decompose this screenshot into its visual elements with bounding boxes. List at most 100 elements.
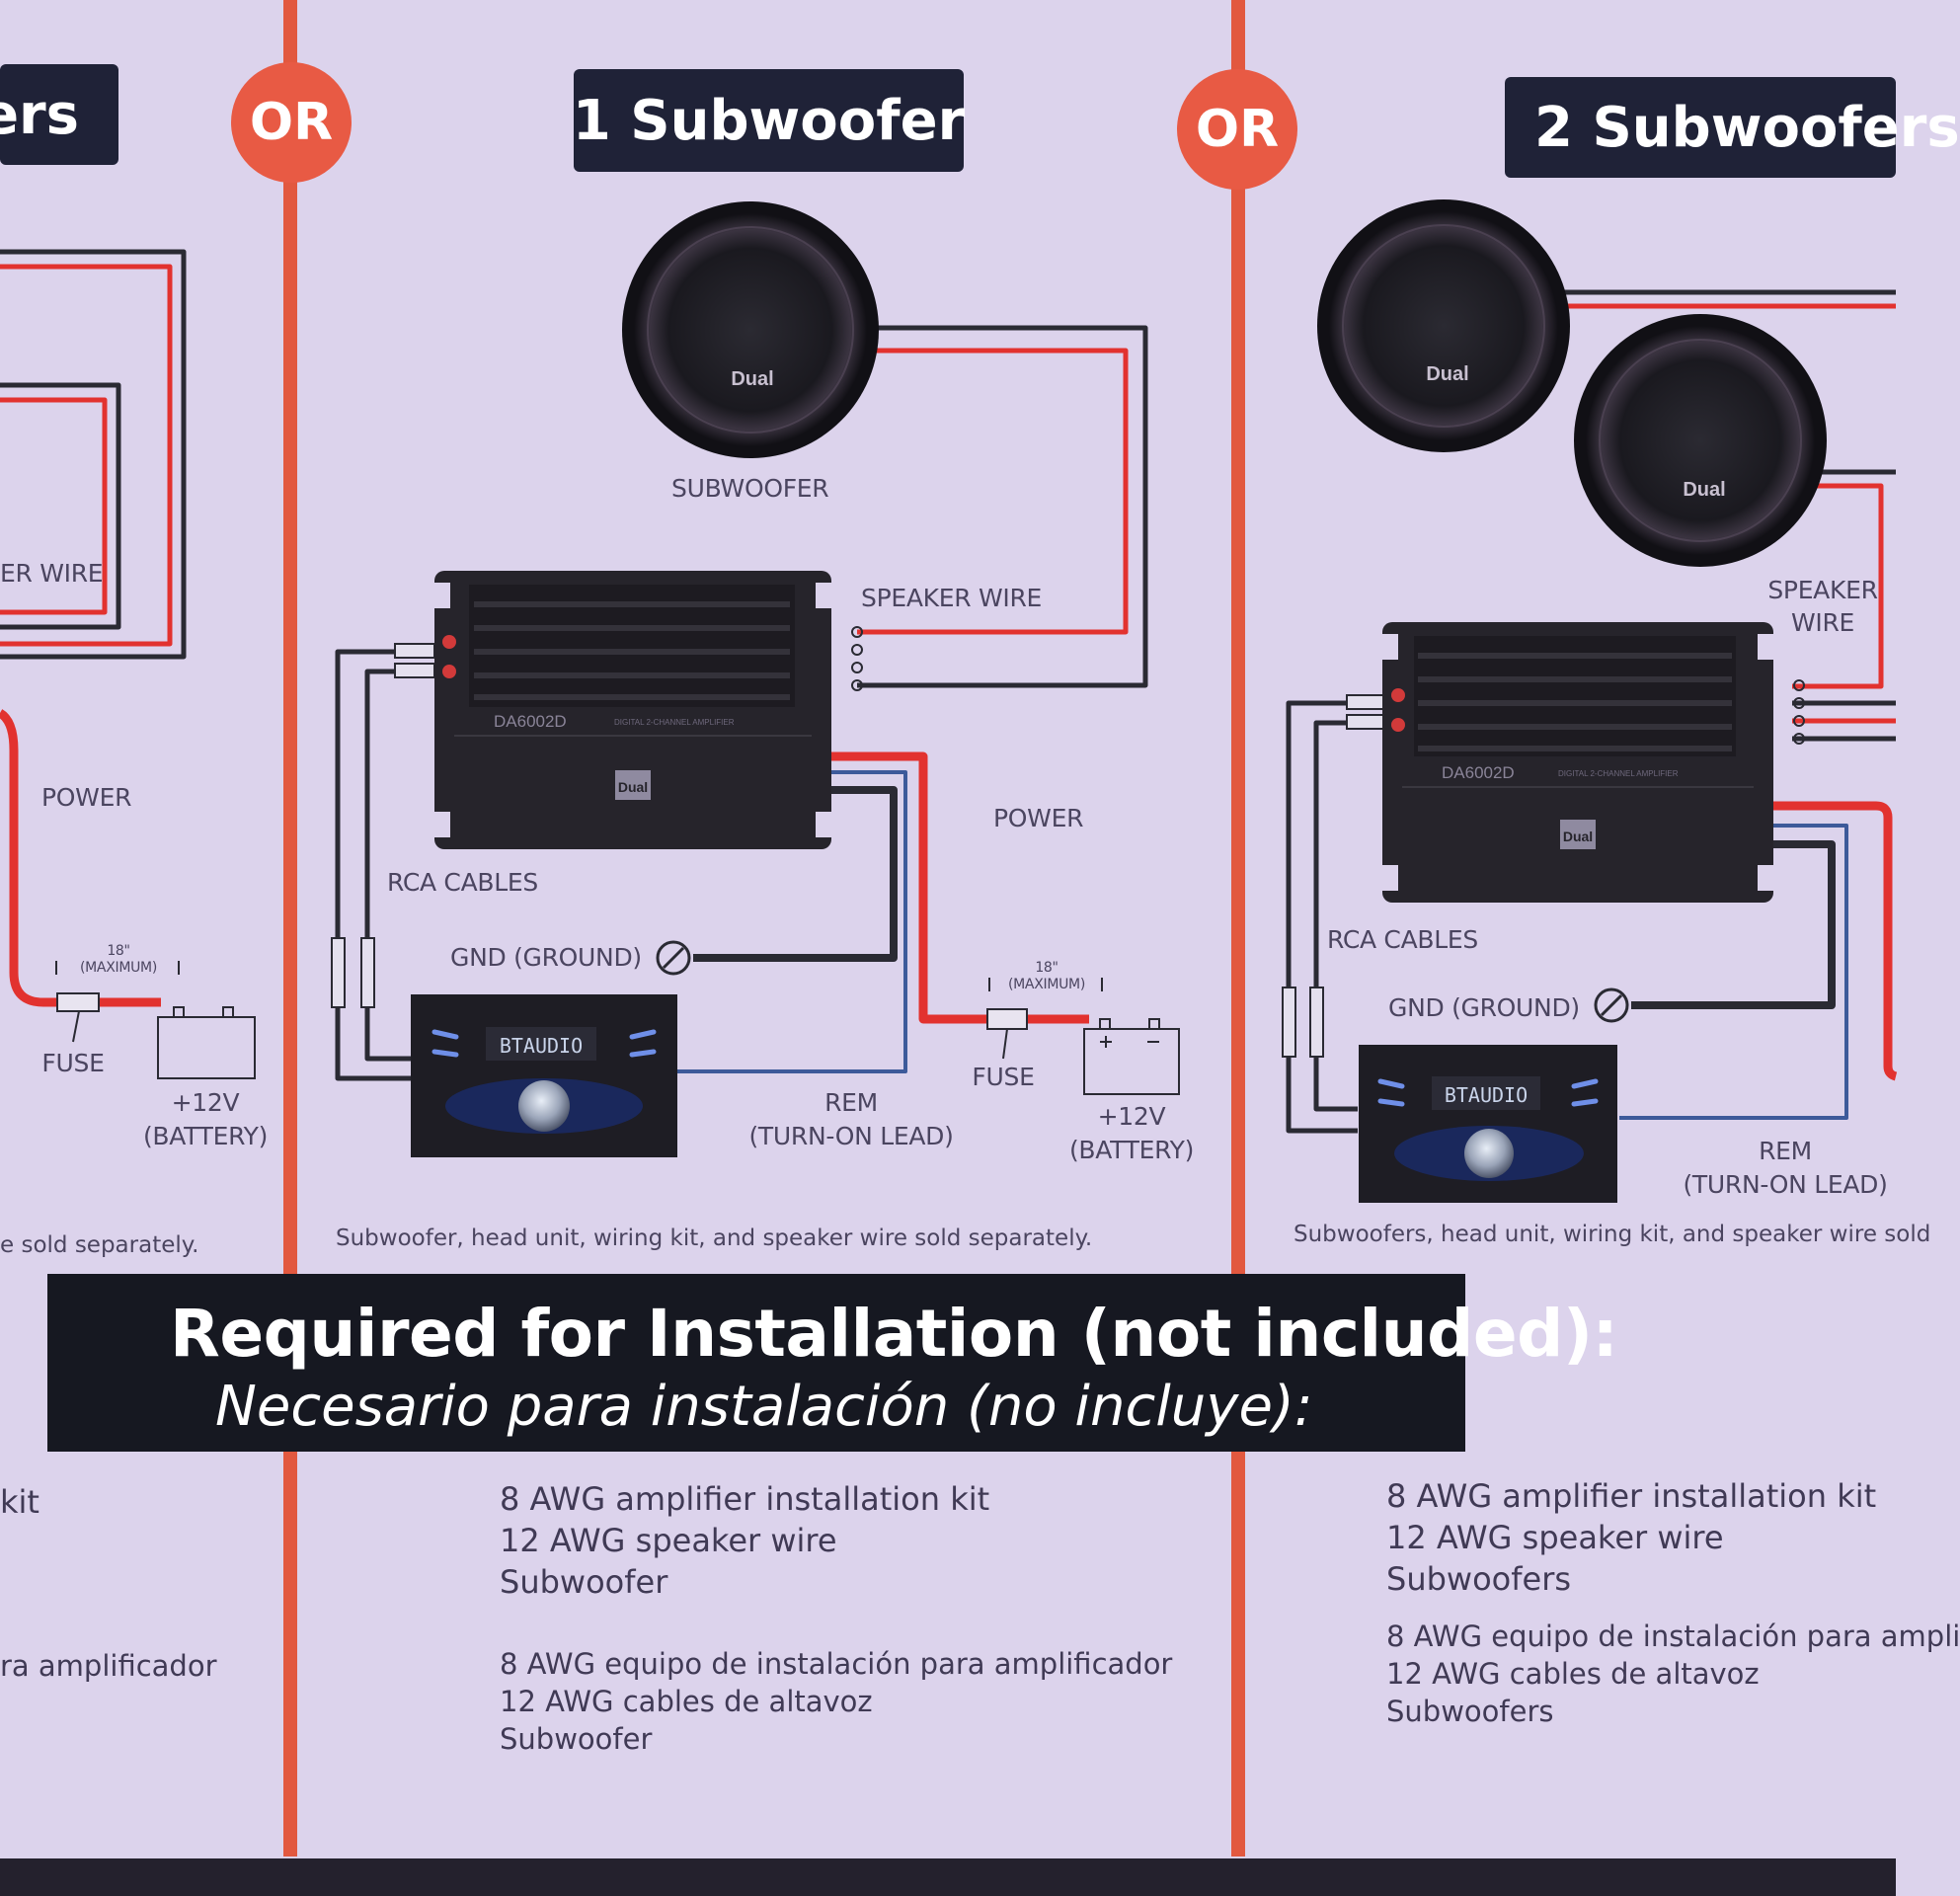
center-rca-cables-label: RCA CABLES	[387, 868, 538, 897]
list-item: 12 AWG speaker wire	[1386, 1519, 1724, 1556]
left-fuse	[56, 992, 100, 1012]
wiring-diagram-drawing: Dual DA6002D DIGITAL 2-CHANNEL AMPLIFIER…	[0, 0, 1898, 1856]
left-panel-wiring	[0, 249, 187, 1007]
right-rca-cable-inner	[1313, 720, 1358, 1112]
list-item: 8 AWG amplifier installation kit	[1386, 1477, 1877, 1515]
right-gnd-label: GND (GROUND)	[1388, 993, 1580, 1022]
left-speaker-wire-red-outer	[0, 264, 173, 647]
left-fuse-label: FUSE	[41, 1049, 105, 1077]
center-rca-plug-left-2	[360, 937, 375, 1008]
right-required-list-es: 8 AWG equipo de instalación para ampli 1…	[1386, 1618, 1960, 1730]
left-distance-value: 18"	[107, 943, 130, 959]
right-subwoofer-2: Dual	[1574, 314, 1827, 567]
list-item: ra amplificador	[0, 1649, 217, 1683]
center-head-unit: BTAUDIO	[411, 994, 677, 1157]
center-required-list-en: 8 AWG amplifier installation kit 12 AWG …	[500, 1478, 989, 1603]
right-rem-label: REM	[1759, 1137, 1812, 1165]
right-subwoofer-1: Dual	[1317, 199, 1570, 452]
or-badge-left: OR	[231, 62, 352, 183]
left-panel-title: ers	[0, 64, 118, 165]
right-panel-wiring	[1286, 289, 1898, 1134]
left-fuse-leader	[72, 1010, 80, 1043]
center-ground-terminal	[656, 940, 691, 976]
center-subwoofer: Dual	[622, 201, 879, 458]
center-speaker-wire-label: SPEAKER WIRE	[861, 584, 1043, 612]
right-head-unit-display-text: BTAUDIO	[1445, 1083, 1528, 1107]
right-amplifier-model: DA6002D	[1442, 763, 1515, 782]
right-panel-title: 2 Subwoofers	[1505, 77, 1960, 178]
right-ground-terminal	[1594, 988, 1629, 1023]
center-battery-volts: +12V	[1097, 1102, 1166, 1131]
bottom-edge-strip	[0, 1858, 1896, 1896]
center-rca-plug-top-1	[394, 643, 435, 659]
right-head-unit-knob	[1464, 1129, 1514, 1178]
right-amplifier-desc: DIGITAL 2-CHANNEL AMPLIFIER	[1558, 769, 1679, 778]
list-item: 12 AWG cables de altavoz	[1386, 1657, 1760, 1691]
banner-title-english: Required for Installation (not included)…	[170, 1296, 1618, 1372]
list-item: Subwoofers	[1386, 1695, 1554, 1728]
right-amplifier-brand: Dual	[1563, 829, 1593, 844]
or-badge-right: OR	[1177, 69, 1297, 190]
center-subwoofer-brand: Dual	[731, 368, 773, 390]
center-amplifier-brand: Dual	[618, 779, 648, 795]
left-battery-terminal-pos	[173, 1006, 185, 1018]
right-speaker-wire-red-lower	[1792, 483, 1884, 689]
left-power-wire	[0, 709, 161, 1007]
list-item: 8 AWG amplifier installation kit	[500, 1480, 990, 1518]
center-distance-marker	[988, 978, 1103, 991]
left-speaker-wire-black-inner	[0, 382, 121, 630]
left-battery-volts: +12V	[171, 1088, 240, 1117]
divider-line-left	[283, 0, 297, 1856]
center-amplifier-model: DA6002D	[494, 712, 567, 731]
required-installation-banner: Required for Installation (not included)…	[47, 1274, 1618, 1452]
center-rca-plug-left-1	[331, 937, 346, 1008]
right-power-wire	[1767, 801, 1898, 1081]
divider-line-right	[1231, 0, 1245, 1856]
center-amplifier: DA6002D DIGITAL 2-CHANNEL AMPLIFIER Dual	[434, 571, 863, 849]
center-speaker-wire-red	[857, 348, 1129, 635]
left-required-list-es: ra amplificador	[0, 1647, 217, 1685]
center-turn-on-lead-label: (TURN-ON LEAD)	[748, 1122, 954, 1150]
list-item: Subwoofers	[1386, 1560, 1572, 1598]
center-fuse-label: FUSE	[972, 1063, 1035, 1091]
right-ground-wire	[1631, 840, 1836, 1009]
center-head-unit-display-text: BTAUDIO	[500, 1034, 583, 1058]
center-required-list-es: 8 AWG equipo de instalación para amplifi…	[500, 1645, 1172, 1758]
left-speaker-wire-label: ER WIRE	[0, 559, 104, 588]
right-speaker-label: SPEAKER	[1767, 576, 1878, 604]
center-head-unit-knob	[518, 1080, 570, 1132]
left-battery-body	[157, 1016, 256, 1079]
right-required-list-en: 8 AWG amplifier installation kit 12 AWG …	[1386, 1475, 1876, 1600]
center-rem-label: REM	[824, 1088, 878, 1117]
left-required-list-en: kit	[0, 1481, 39, 1523]
left-distance-marker	[55, 961, 180, 975]
center-battery-name: (BATTERY)	[1068, 1136, 1195, 1164]
banner-title-spanish: Necesario para instalación (no incluye):	[215, 1375, 1313, 1439]
center-speaker-wire-black	[857, 325, 1148, 688]
center-distance-note: (MAXIMUM)	[1007, 977, 1086, 992]
left-battery-icon	[157, 1006, 256, 1079]
left-battery-terminal-neg	[222, 1006, 234, 1018]
list-item: 8 AWG equipo de instalación para ampli	[1386, 1620, 1960, 1653]
center-fuse	[986, 1008, 1028, 1030]
left-sold-separately-note: e sold separately.	[0, 1232, 199, 1258]
right-head-unit: BTAUDIO	[1359, 1045, 1617, 1203]
right-sold-separately-note: Subwoofers, head unit, wiring kit, and s…	[1294, 1222, 1931, 1247]
center-subwoofer-ring	[647, 226, 854, 434]
left-speaker-wire-black-outer	[0, 249, 187, 660]
center-ground-wire	[693, 786, 898, 962]
right-subwoofer-1-brand: Dual	[1426, 363, 1468, 385]
center-amplifier-desc: DIGITAL 2-CHANNEL AMPLIFIER	[614, 718, 735, 727]
center-panel-title: 1 Subwoofer	[573, 69, 965, 172]
center-sold-separately-note: Subwoofer, head unit, wiring kit, and sp…	[336, 1225, 1093, 1251]
right-rca-cable-outer	[1286, 700, 1358, 1134]
center-gnd-label: GND (GROUND)	[450, 943, 642, 972]
right-rem-wire	[1619, 824, 1848, 1120]
center-subwoofer-cone	[634, 213, 867, 446]
right-subwoofer-2-brand: Dual	[1683, 479, 1725, 501]
center-battery-icon	[1083, 1018, 1180, 1095]
right-amplifier: DA6002D DIGITAL 2-CHANNEL AMPLIFIER Dual	[1382, 622, 1805, 903]
center-subwoofer-label: SUBWOOFER	[671, 474, 829, 503]
left-distance-note: (MAXIMUM)	[79, 960, 158, 976]
right-wire-label: WIRE	[1790, 608, 1855, 637]
